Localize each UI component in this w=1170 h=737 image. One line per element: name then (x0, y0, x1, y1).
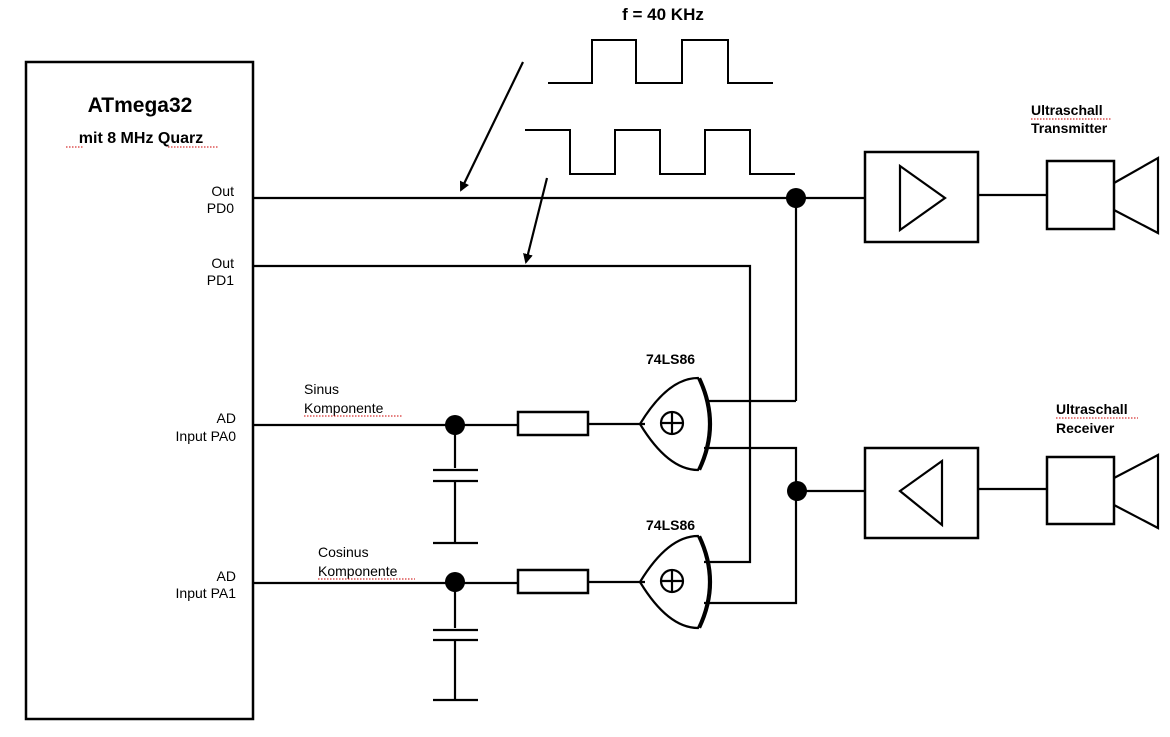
wire-receiver-to-xors (704, 446, 798, 605)
pin-pd1-name: PD1 (207, 272, 234, 288)
mcu-block (24, 60, 255, 721)
receiver-label-line1: Ultraschall (1056, 401, 1128, 417)
cosinus-label-line2: Komponente (318, 563, 398, 579)
pin-pa1-name: Input PA1 (176, 585, 237, 601)
resistor-lower (516, 568, 590, 595)
receiver-speaker-body (1045, 455, 1116, 526)
transmitter-amplifier (863, 150, 980, 244)
receiver-label-line2: Receiver (1056, 420, 1115, 436)
xor-upper-part-number: 74LS86 (646, 351, 695, 367)
arrow-to-pd0 (459, 61, 524, 192)
amplifier-left-triangle-icon (898, 458, 944, 528)
sinus-label-line1: Sinus (304, 381, 339, 397)
xor-gate-upper (638, 376, 713, 472)
sinus-label-line2: Komponente (304, 400, 384, 416)
frequency-label: f = 40 KHz (622, 5, 704, 24)
pin-pd0-direction: Out (211, 183, 234, 199)
waveform-pd1 (525, 129, 795, 175)
receiver-amplifier (863, 446, 980, 540)
arrow-to-pd1 (523, 177, 549, 264)
microphone-cone-icon (1113, 453, 1160, 530)
junction-receiver (787, 481, 807, 501)
pin-pa0-name: Input PA0 (176, 428, 237, 444)
amplifier-right-triangle-icon (898, 163, 947, 233)
mcu-subtitle: mit 8 MHz Quarz (79, 130, 203, 147)
pin-pd0-name: PD0 (207, 200, 234, 216)
pin-pa1-type: AD (217, 568, 236, 584)
transmitter-label-line2: Transmitter (1031, 120, 1108, 136)
pin-pd1-direction: Out (211, 255, 234, 271)
speaker-cone-icon (1113, 156, 1160, 235)
transmitter-speaker-body (1045, 159, 1116, 231)
xor-gate-lower (638, 534, 713, 630)
transmitter-label-line1: Ultraschall (1031, 102, 1103, 118)
mcu-name: ATmega32 (88, 94, 193, 117)
wire-pd1-to-xor-lower (253, 264, 752, 564)
waveform-pd0 (548, 39, 773, 84)
xor-lower-part-number: 74LS86 (646, 517, 695, 533)
pin-pa0-type: AD (217, 410, 236, 426)
cosinus-label-line1: Cosinus (318, 544, 369, 560)
resistor-upper (516, 410, 590, 437)
